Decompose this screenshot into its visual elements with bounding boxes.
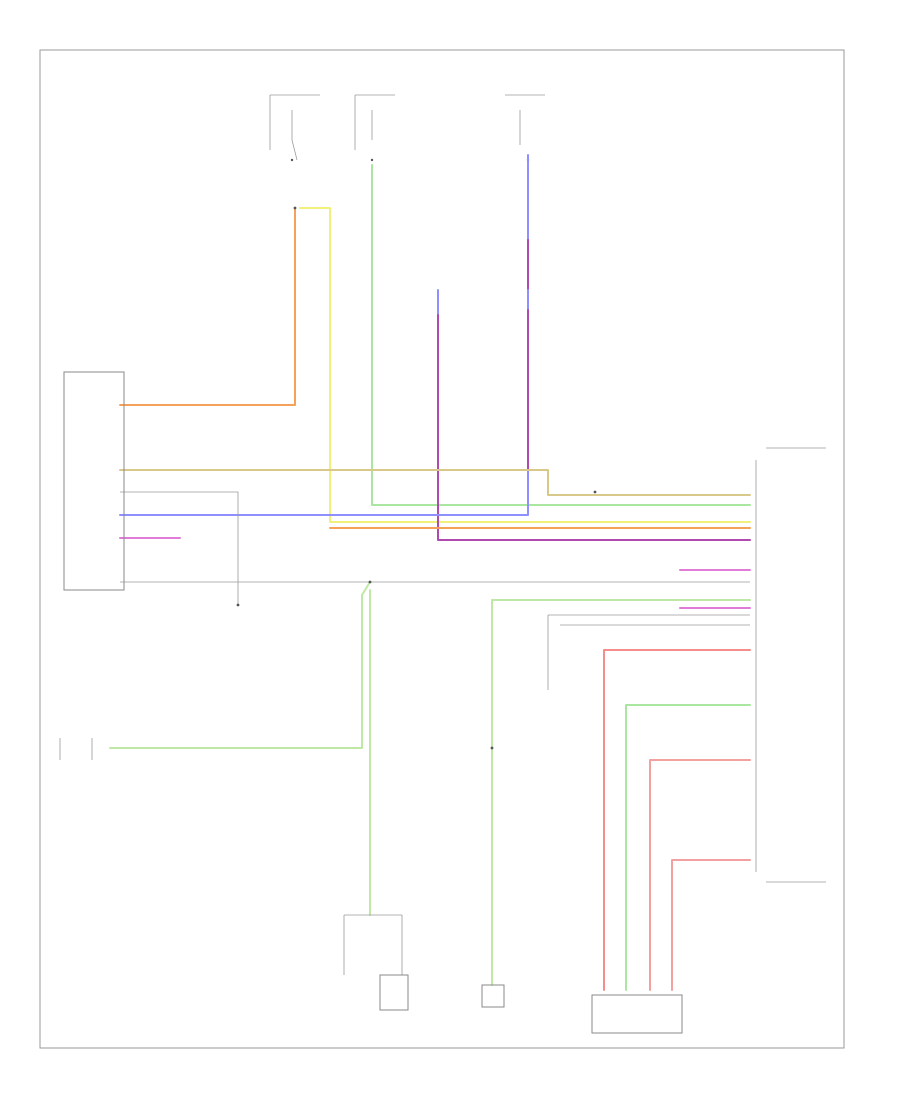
bottom-right-module	[591, 994, 683, 1034]
top-left-fuse-block	[269, 94, 320, 162]
orange-wire	[119, 207, 296, 406]
bottom-switch-a	[343, 914, 403, 975]
green-wire-top	[371, 164, 751, 506]
yellow-wire	[299, 207, 751, 523]
pink-wire-a	[603, 649, 751, 991]
purple-wire-left	[437, 314, 751, 541]
green-wire-b	[625, 704, 751, 991]
green-wire-main	[109, 581, 371, 749]
diagram-frame	[39, 49, 845, 1049]
top-mid-fuse-block	[354, 94, 395, 162]
top-right-fuse-block	[505, 94, 545, 162]
left-sensor	[59, 738, 93, 760]
grey-wire-right-a	[547, 614, 750, 690]
right-connector	[755, 447, 826, 883]
red-wire-c	[671, 859, 751, 991]
blue-wire-module	[119, 469, 529, 516]
tan-wire	[119, 469, 751, 496]
pink-wire-b	[649, 759, 751, 991]
bottom-switch-c	[481, 984, 505, 1008]
grey-wire-module	[120, 491, 239, 605]
bottom-switch-b	[379, 974, 409, 1011]
left-module-box	[63, 371, 125, 591]
